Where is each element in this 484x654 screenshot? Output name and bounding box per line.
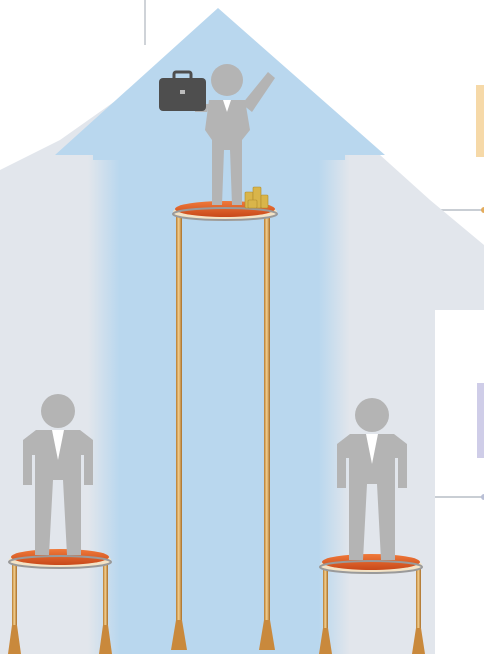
connector-dot-bottom xyxy=(481,494,484,500)
up-arrow-shaft xyxy=(88,155,350,654)
side-panel-orange xyxy=(476,85,484,157)
connector-dot-top xyxy=(481,207,484,213)
person-left xyxy=(23,394,93,555)
coins-icon xyxy=(244,186,269,209)
pedestal-right xyxy=(319,554,425,654)
briefcase-icon xyxy=(159,70,206,111)
pedestal-left xyxy=(8,549,112,654)
person-center xyxy=(195,64,275,205)
side-panel-purple xyxy=(477,383,484,458)
person-right xyxy=(337,398,407,560)
